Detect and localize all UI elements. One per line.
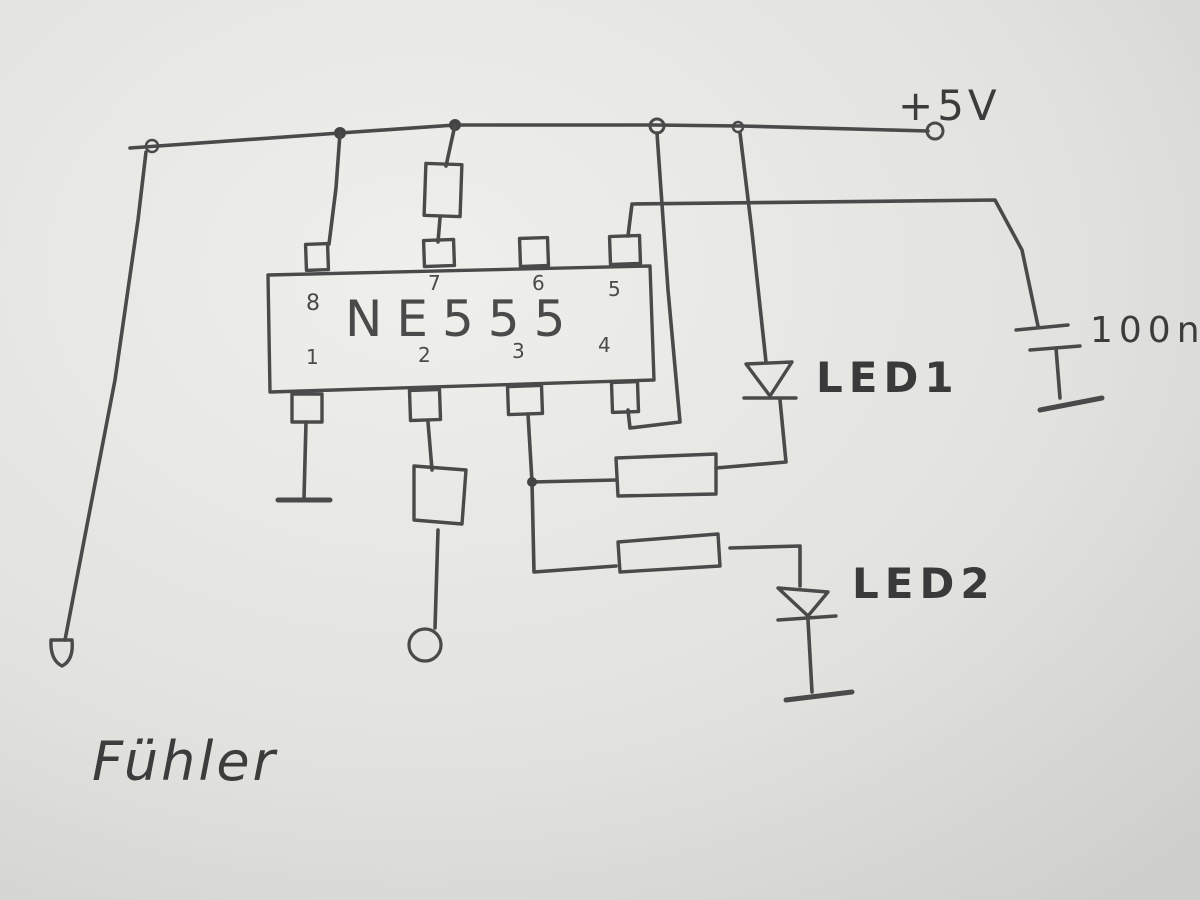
ground-pin1 [275, 420, 333, 503]
sensor-label: Fühler [92, 730, 278, 793]
supply-label: +5V [898, 81, 1001, 130]
resistor-led1 [614, 452, 718, 498]
resistor-pin2 [407, 420, 468, 663]
pin-8-label: 8 [306, 291, 320, 316]
resistor-led2 [616, 532, 722, 574]
ic-label: NE555 [345, 290, 579, 348]
pin-3-label: 3 [512, 339, 525, 363]
pin-6-label: 6 [532, 271, 545, 295]
capacitor-label: 100n [1090, 310, 1200, 351]
pin-1-label: 1 [306, 345, 319, 369]
reset-wire [626, 131, 682, 430]
led1-label: LED1 [816, 353, 960, 402]
capacitor-100n [1014, 323, 1105, 413]
pin-7-label: 7 [428, 271, 441, 295]
led2-label: LED2 [852, 559, 996, 608]
led1 [714, 131, 798, 470]
resistor-pin7 [422, 123, 464, 244]
pin-5-label: 5 [608, 277, 621, 301]
sensor-wire [49, 150, 148, 668]
pin3-output-wire [526, 412, 618, 574]
pin8-wire [327, 131, 342, 246]
pin-2-label: 2 [418, 343, 431, 367]
ic-ne555: NE555 [266, 264, 656, 394]
ic-pins-top [303, 233, 643, 273]
pin-4-label: 4 [598, 333, 611, 357]
led2 [728, 544, 855, 703]
ic-pins-bottom [290, 379, 641, 424]
pin5-capacitor-wire [626, 198, 1040, 328]
